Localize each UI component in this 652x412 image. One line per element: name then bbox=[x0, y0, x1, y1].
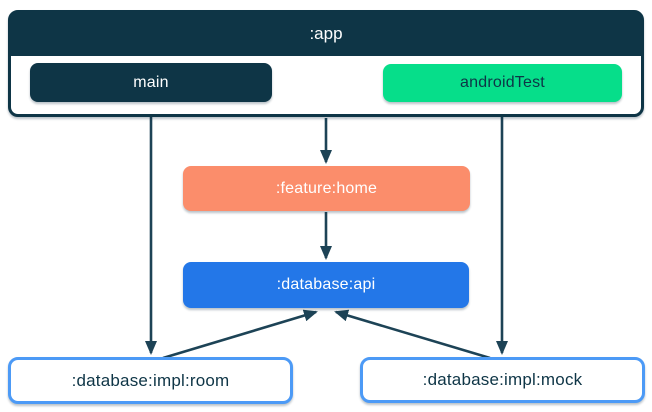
node-feature-home-label: :feature:home bbox=[275, 179, 378, 197]
node-database-impl-mock-label: :database:impl:mock bbox=[422, 370, 583, 389]
node-main-label: main bbox=[133, 73, 169, 91]
edge-database-impl-room-to-database-api bbox=[162, 309, 318, 360]
node-database-impl-mock: :database:impl:mock bbox=[360, 357, 645, 403]
node-database-impl-room: :database:impl:room bbox=[8, 357, 293, 404]
node-feature-home: :feature:home bbox=[183, 166, 470, 211]
edge-database-impl-mock-to-database-api bbox=[334, 309, 491, 360]
node-app-header: :app bbox=[10, 12, 642, 56]
node-androidtest-label: androidTest bbox=[460, 74, 545, 91]
node-androidtest-source-set: androidTest bbox=[383, 64, 622, 102]
node-database-api: :database:api bbox=[183, 262, 469, 308]
node-database-api-label: :database:api bbox=[276, 276, 376, 293]
node-database-impl-room-label: :database:impl:room bbox=[71, 370, 230, 390]
node-app-label: :app bbox=[309, 24, 343, 43]
node-main-source-set: main bbox=[30, 63, 272, 102]
